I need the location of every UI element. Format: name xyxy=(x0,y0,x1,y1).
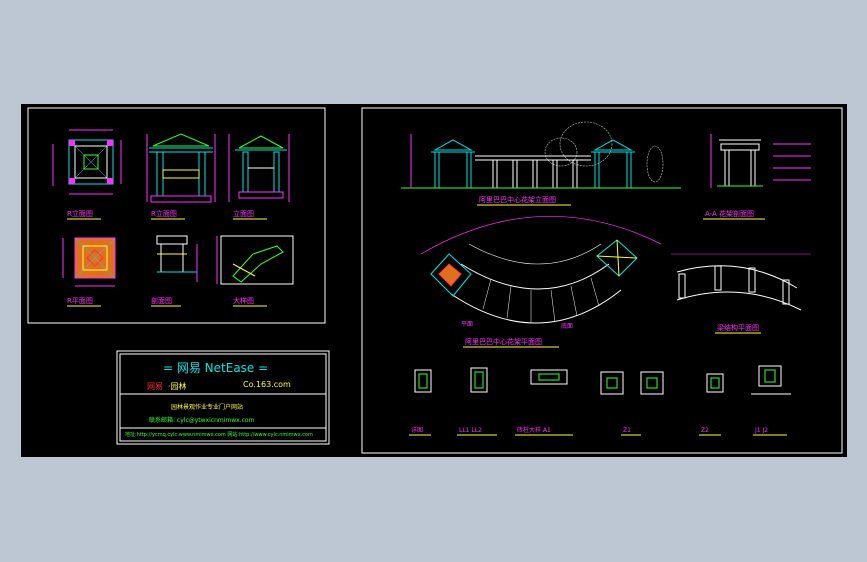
label-3: 立面图 xyxy=(233,209,254,218)
pavilion-side-elevation: 立面图 xyxy=(228,134,290,220)
details-row: 详图 LL1 LL2 砖柱大样 A1 Z1 Z2 J1 J2 xyxy=(409,365,791,436)
elevation-title: 阿里巴巴中心花架立面图 xyxy=(479,195,556,204)
pavilion-detail: 大样图 xyxy=(216,235,294,307)
label-2: R立面图 xyxy=(151,209,177,218)
title-contact: 联系邮箱: cylc@ytwxicnmimwx.com xyxy=(149,416,255,424)
pergola-plan: 平面 底面 阿里巴巴中心花架平面图 xyxy=(420,215,662,348)
detail-1: 详图 xyxy=(411,426,423,434)
beam-plan: 梁结构平面图 xyxy=(671,253,811,334)
title-sub-yellow: ·园林 xyxy=(168,381,187,391)
beam-title: 梁结构平面图 xyxy=(717,323,759,332)
label-5: 剖面图 xyxy=(151,296,172,305)
title-logo: = 网易 NetEase = xyxy=(163,361,268,375)
label-1: R立面图 xyxy=(67,209,93,218)
plan-right-label: 底面 xyxy=(561,322,573,330)
plan-left-label: 平面 xyxy=(461,321,473,328)
cad-drawing-canvas[interactable]: R立面图 R立面图 立面图 R平面图 xyxy=(21,104,847,457)
detail-4: Z1 xyxy=(623,427,631,434)
title-slogan: 园林景观作业专业门户网站 xyxy=(171,403,243,411)
pavilion-plan-top: R立面图 xyxy=(52,129,122,220)
title-block: = 网易 NetEase = 网易 ·园林 Co.163.com 园林景观作业专… xyxy=(116,350,330,445)
section-title: A-A 花架剖面图 xyxy=(705,209,754,218)
label-4: R平面图 xyxy=(67,297,93,305)
detail-3: 砖柱大样 A1 xyxy=(517,426,551,434)
pavilion-plan-bottom: R平面图 xyxy=(62,237,116,307)
pergola-section: A-A 花架剖面图 xyxy=(703,134,811,220)
title-domain: Co.163.com xyxy=(243,380,291,389)
pergola-elevation: 阿里巴巴中心花架立面图 xyxy=(401,121,681,206)
detail-6: J1 J2 xyxy=(754,427,768,434)
cad-drawing: R立面图 R立面图 立面图 R平面图 xyxy=(27,107,843,454)
plan-title: 阿里巴巴中心花架平面图 xyxy=(465,337,542,346)
sheet1-border xyxy=(27,107,326,324)
title-sub-red: 网易 xyxy=(147,382,163,391)
detail-5: Z2 xyxy=(701,427,709,434)
pavilion-section: 剖面图 xyxy=(151,235,198,307)
title-footer: 地址:http://ycmq.cylc.www.nmimwx.com 网站:ht… xyxy=(125,431,313,438)
detail-2: LL1 LL2 xyxy=(459,427,482,434)
pavilion-elevation: R立面图 xyxy=(146,133,216,220)
label-6: 大样图 xyxy=(233,296,254,305)
sheet2-border xyxy=(361,107,843,454)
